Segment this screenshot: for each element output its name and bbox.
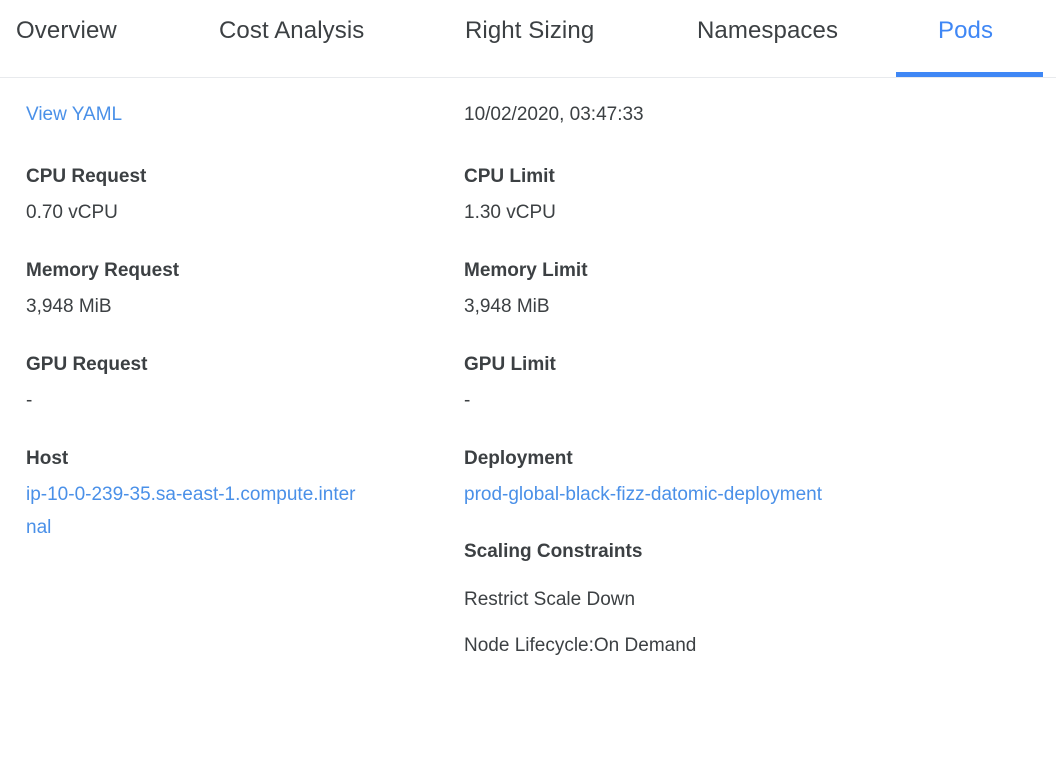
active-tab-indicator (896, 72, 1043, 77)
field-cpu-limit-value: 1.30 vCPU (464, 202, 556, 223)
field-host-value-link[interactable]: ip-10-0-239-35.sa-east-1.compute.interna… (26, 484, 356, 538)
field-memory-request: Memory Request 3,948 MiB (26, 258, 426, 324)
tab-right-sizing[interactable]: Right Sizing (465, 14, 594, 48)
field-host-label: Host (26, 448, 69, 469)
tab-bar: Overview Cost Analysis Right Sizing Name… (0, 0, 1056, 78)
detail-column-right: 10/02/2020, 03:47:33 CPU Limit 1.30 vCPU… (464, 78, 894, 659)
field-gpu-limit-value: - (464, 390, 471, 411)
pod-timestamp: 10/02/2020, 03:47:33 (464, 104, 644, 125)
tab-pods[interactable]: Pods (938, 14, 993, 48)
tab-cost-analysis[interactable]: Cost Analysis (219, 14, 364, 48)
field-cpu-request-label: CPU Request (26, 166, 147, 187)
field-gpu-request: GPU Request - (26, 352, 426, 418)
scaling-constraint-item-restrict-scale-down: Restrict Scale Down (464, 589, 636, 610)
detail-column-left: View YAML CPU Request 0.70 vCPU Memory R… (26, 78, 426, 544)
field-deployment-label: Deployment (464, 448, 573, 469)
tab-overview[interactable]: Overview (16, 14, 117, 48)
field-memory-request-label: Memory Request (26, 260, 180, 281)
field-memory-limit-value: 3,948 MiB (464, 296, 550, 317)
field-gpu-limit-label: GPU Limit (464, 354, 556, 375)
field-memory-limit-label: Memory Limit (464, 260, 588, 281)
field-memory-limit: Memory Limit 3,948 MiB (464, 258, 894, 324)
field-memory-request-value: 3,948 MiB (26, 296, 112, 317)
field-cpu-request: CPU Request 0.70 vCPU (26, 164, 426, 230)
field-gpu-request-value: - (26, 390, 33, 411)
tab-namespaces[interactable]: Namespaces (697, 14, 838, 48)
field-gpu-request-label: GPU Request (26, 354, 148, 375)
scaling-constraint-item-node-lifecycle: Node Lifecycle:On Demand (464, 635, 697, 656)
field-host: Host ip-10-0-239-35.sa-east-1.compute.in… (26, 446, 426, 544)
scaling-constraints-label: Scaling Constraints (464, 541, 643, 562)
field-deployment: Deployment prod-global-black-fizz-datomi… (464, 446, 894, 511)
field-cpu-request-value: 0.70 vCPU (26, 202, 118, 223)
field-gpu-limit: GPU Limit - (464, 352, 894, 418)
field-deployment-value-link[interactable]: prod-global-black-fizz-datomic-deploymen… (464, 484, 822, 505)
view-yaml-link[interactable]: View YAML (26, 104, 123, 125)
field-cpu-limit-label: CPU Limit (464, 166, 555, 187)
field-cpu-limit: CPU Limit 1.30 vCPU (464, 164, 894, 230)
scaling-constraints-section: Scaling Constraints Restrict Scale Down … (464, 539, 894, 659)
